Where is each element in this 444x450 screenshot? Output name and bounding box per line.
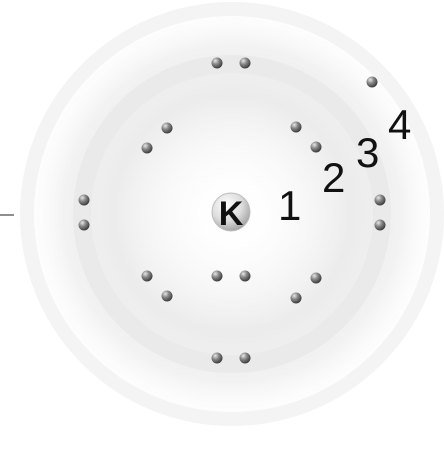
electron xyxy=(142,143,153,154)
nucleus-symbol: K xyxy=(219,195,244,233)
electron xyxy=(291,122,302,133)
electron xyxy=(212,353,223,364)
electron xyxy=(375,220,386,231)
electron xyxy=(212,58,223,69)
electron xyxy=(367,77,378,88)
electron xyxy=(240,58,251,69)
electron xyxy=(162,123,173,134)
electron xyxy=(375,195,386,206)
electron xyxy=(311,142,322,153)
electron xyxy=(162,291,173,302)
shell-label-1: 1 xyxy=(278,182,301,229)
electron xyxy=(79,220,90,231)
shell-label-2: 2 xyxy=(322,154,345,201)
electron xyxy=(142,271,153,282)
electron xyxy=(79,195,90,206)
electron xyxy=(212,271,223,282)
shell-label-3: 3 xyxy=(356,129,379,176)
electron xyxy=(240,353,251,364)
shell-label-4: 4 xyxy=(388,101,411,148)
electron xyxy=(311,273,322,284)
electron xyxy=(291,293,302,304)
electron xyxy=(240,271,251,282)
